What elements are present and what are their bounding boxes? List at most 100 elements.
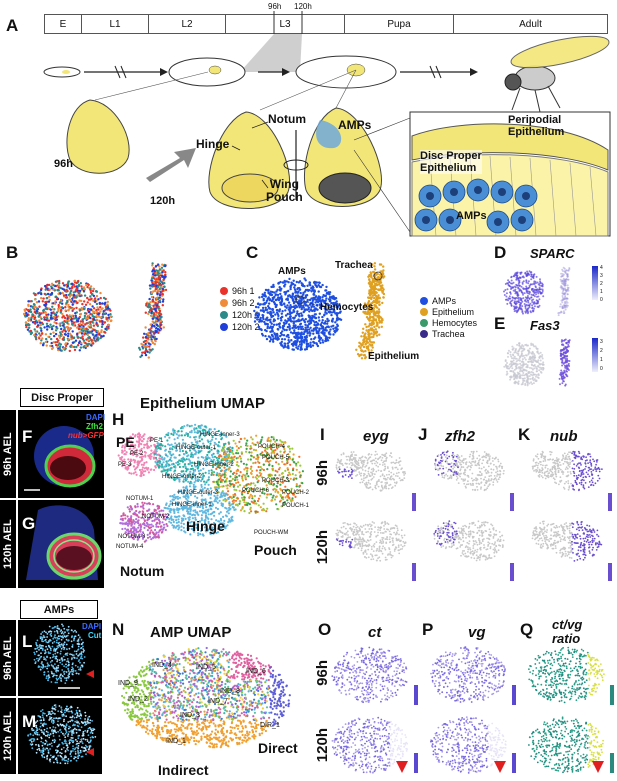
h-cluster-pouch-4: POUCH-4: [258, 444, 286, 450]
h-cluster-notum-3: NOTUM-3: [118, 534, 146, 540]
h-cluster-hinge-outer-3: HINGE-outer-3: [178, 490, 219, 496]
h-cluster-hinge-inner-1: HINGE-inner-1: [172, 502, 212, 508]
tick-96h: 96h: [268, 2, 282, 11]
label-c-amps: AMPs: [278, 266, 306, 277]
scale-e-tick: 1: [600, 357, 603, 363]
timeline-stage-e: E: [44, 14, 82, 34]
h-cluster-pe-2: PE-2: [130, 451, 144, 457]
label-c-hemocytes: Hemocytes: [320, 302, 374, 313]
label-amps-inset: AMPs: [456, 210, 487, 222]
legend-b-3: 120h 1: [220, 310, 260, 320]
gene-zfh2: zfh2: [445, 428, 475, 445]
stain-dapi-l: DAPI: [82, 622, 102, 631]
n-cluster-ind_7: IND_7: [208, 698, 228, 705]
h-label-pouch: Pouch: [254, 542, 297, 558]
legend-c-4: Trachea: [420, 329, 465, 339]
panels-ijk-features: [335, 450, 612, 581]
h-label-pe: PE: [116, 434, 135, 450]
panel-a-illustration: [43, 11, 611, 237]
legend-c-3: Hemocytes: [420, 318, 477, 328]
disc-proper-header: Disc Proper: [20, 388, 104, 407]
panels-opq-features: [331, 646, 614, 774]
legend-b-1: 96h 1: [220, 286, 255, 296]
label-c-trachea: Trachea: [335, 260, 373, 271]
panel-label-i: I: [320, 425, 325, 444]
panel-label-j: J: [418, 425, 428, 444]
panel-label-m: M: [22, 712, 37, 731]
n-cluster-ind_3: IND_3: [180, 712, 200, 719]
legend-b-4: 120h 2: [220, 322, 260, 332]
scale-d-tick: 0: [600, 297, 603, 303]
n-cluster-ind_5: IND_5: [196, 664, 216, 671]
label-disc-proper-epithelium: Disc Proper Epithelium: [420, 150, 482, 174]
h-cluster-pe-3: PE-3: [118, 462, 132, 468]
label-peripodial-2: Epithelium: [508, 126, 565, 138]
panel-h-umap: [117, 423, 304, 543]
time-96h-ijk: 96h: [314, 460, 331, 486]
gene-vg: vg: [468, 624, 486, 641]
h-cluster-notum-4: NOTUM-4: [116, 544, 144, 550]
h-cluster-pouch-1: POUCH-1: [282, 503, 310, 509]
label-peripodial-1: Peripodial: [508, 114, 562, 126]
h-label-hinge: Hinge: [186, 518, 225, 534]
micrograph-f: [18, 410, 104, 498]
n-label-indirect: Indirect: [158, 762, 209, 778]
legend-text: Hemocytes: [432, 318, 478, 328]
timeline-stage-l1: L1: [81, 14, 149, 34]
scale-e-tick: 3: [600, 339, 603, 345]
h-cluster-notum-1: NOTUM-1: [126, 496, 154, 502]
panel-label-o: O: [318, 620, 332, 639]
legend-dot: [220, 311, 228, 319]
n-cluster-ind_6: IND_6: [246, 668, 266, 675]
label-pouch: Pouch: [266, 190, 303, 204]
scale-e: [592, 338, 598, 372]
panel-label-c: C: [246, 243, 259, 262]
legend-text: 120h 1: [232, 310, 260, 320]
micrograph-m: [18, 698, 102, 774]
h-title: Epithelium UMAP: [140, 395, 266, 412]
legend-text: Epithelium: [432, 307, 475, 317]
stain-dapi-f: DAPI: [86, 413, 106, 422]
legend-c-1: AMPs: [420, 296, 456, 306]
gene-nub: nub: [550, 428, 578, 445]
timeline-stage-pupa: Pupa: [344, 14, 454, 34]
legend-dot: [420, 319, 428, 327]
panel-label-g: G: [22, 514, 36, 533]
gene-sparc: SPARC: [530, 246, 575, 261]
panel-e-feature: [503, 338, 571, 387]
legend-dot: [420, 297, 428, 305]
label-amps: AMPs: [338, 118, 372, 132]
h-cluster-pouch-2: POUCH-2: [282, 490, 310, 496]
gene-eyg: eyg: [363, 428, 389, 445]
panel-label-d: D: [494, 243, 507, 262]
vlabel-120h-ael-disc: 120h AEL: [0, 500, 16, 588]
vlabel-96h-ael-amps: 96h AEL: [0, 620, 16, 696]
tick-120h: 120h: [294, 2, 312, 11]
stain-nub-f: nub>GFP: [68, 431, 104, 440]
legend-text: 120h 2: [232, 322, 260, 332]
scale-d-ticks: 4 3 2 1 0: [600, 264, 603, 304]
h-cluster-hinge-outer-1: HINGE-outer-1: [176, 445, 217, 451]
label-wing-pouch: Wing Pouch: [266, 178, 303, 204]
h-cluster-hinge-outer-2: HINGE-outer-2: [162, 474, 203, 480]
panel-label-k: K: [518, 425, 531, 444]
label-wing: Wing: [269, 177, 299, 191]
n-cluster-ind_4: IND_4: [152, 662, 172, 669]
label-c-epithelium: Epithelium: [368, 351, 420, 362]
h-cluster-pouch-3: POUCH-3: [262, 478, 290, 484]
panel-label-e: E: [494, 314, 506, 333]
h-cluster-hinge-inner-2: HINGE-inner-2: [194, 462, 234, 468]
panel-n-umap: [121, 646, 291, 749]
scale-e-ticks: 3 2 1 0: [600, 338, 603, 374]
scale-d-tick: 2: [600, 281, 603, 287]
stain-zfh2-f: Zfh2: [86, 422, 103, 431]
label-120h-disc: 120h: [150, 195, 176, 207]
n-cluster-ind_1: IND_1: [166, 738, 186, 745]
label-disc-proper-2: Epithelium: [420, 162, 477, 174]
stain-cut-l: Cut: [88, 631, 102, 640]
time-120h-opq: 120h: [314, 728, 331, 763]
n-cluster-dir_1: DIR_1: [260, 722, 280, 729]
n-cluster-ind_8: IND_8: [220, 688, 240, 695]
legend-dot: [420, 330, 428, 338]
n-cluster-ind_2: IND_2: [128, 696, 148, 703]
